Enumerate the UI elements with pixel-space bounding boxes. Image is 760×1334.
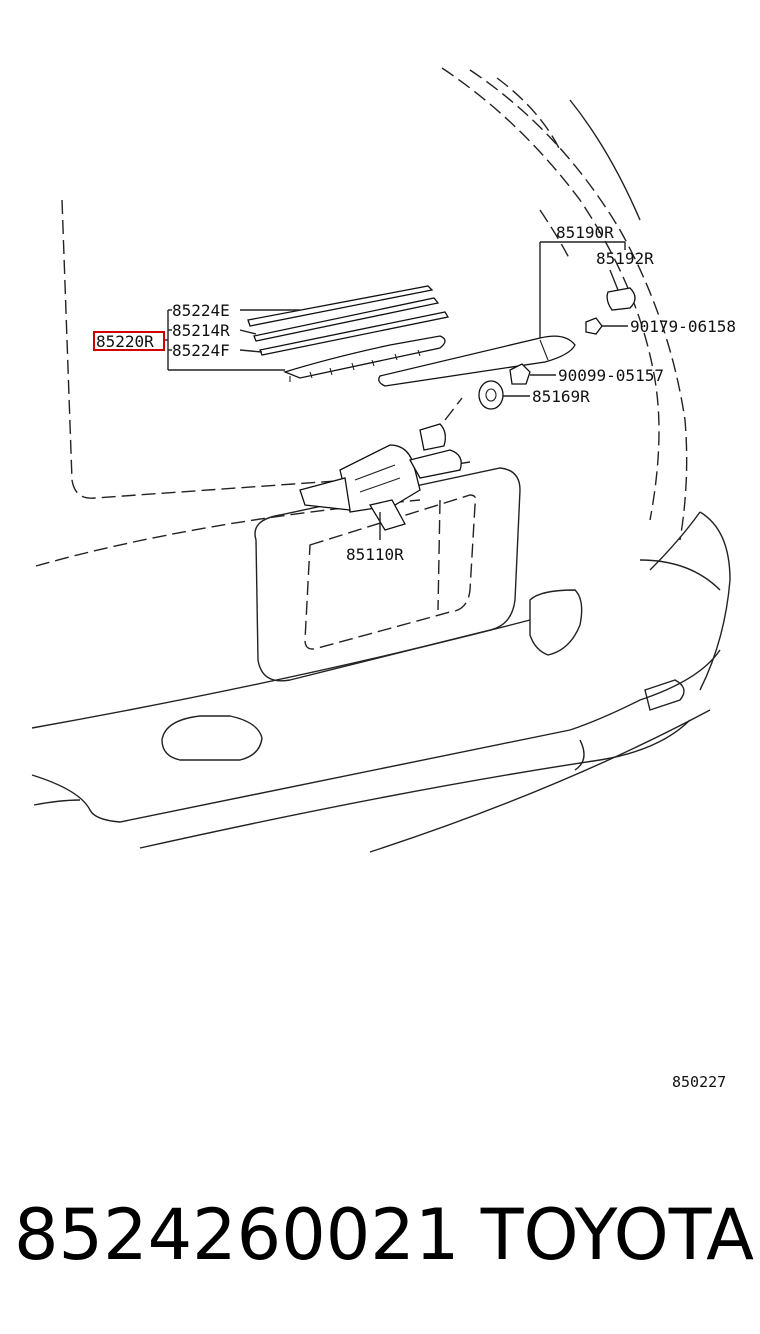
footer: 8524260021 TOYOTA [14, 1190, 754, 1280]
label-90179-06158[interactable]: 90179-06158 [630, 317, 736, 336]
label-85192R[interactable]: 85192R [596, 249, 654, 268]
label-85169R[interactable]: 85169R [532, 387, 590, 406]
label-85220R[interactable]: 85220R [96, 332, 154, 351]
label-85214R[interactable]: 85214R [172, 321, 230, 340]
diagram-code: 850227 [672, 1073, 726, 1091]
label-85224E[interactable]: 85224E [172, 301, 230, 320]
wiper-blade-parts [247, 285, 450, 382]
part-labels: 85224E 85214R 85220R 85224F 85190R 85192… [93, 223, 736, 1091]
wiper-arm-part [378, 335, 576, 387]
part-number: 8524260021 [14, 1194, 460, 1276]
leader-lines [165, 241, 628, 540]
label-85224F[interactable]: 85224F [172, 341, 230, 360]
wiper-motor-part [299, 397, 463, 531]
brand-name: TOYOTA [480, 1194, 754, 1276]
label-85190R[interactable]: 85190R [556, 223, 614, 242]
label-90099-05157[interactable]: 90099-05157 [558, 366, 664, 385]
vehicle-outline [31, 67, 731, 853]
label-85110R[interactable]: 85110R [346, 545, 404, 564]
fastener-parts [478, 287, 636, 410]
label-85220R-highlight-box [93, 331, 165, 351]
